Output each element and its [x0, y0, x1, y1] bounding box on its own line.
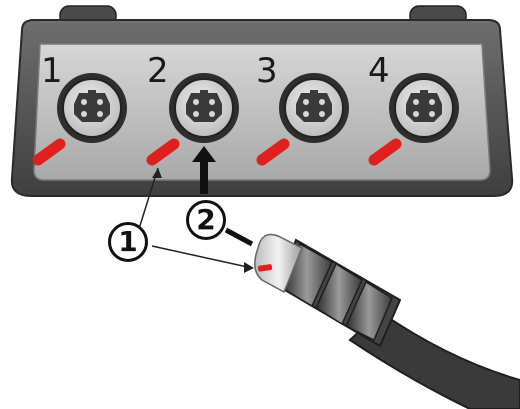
- socket-2: [169, 73, 239, 143]
- socket-1: [57, 73, 127, 143]
- red-marker-1: [32, 138, 66, 166]
- splitter-housing: [10, 19, 514, 197]
- leader-arrowhead-plug: [244, 262, 254, 273]
- port-number-2: 2: [147, 51, 169, 91]
- leader-arrowhead-top: [152, 168, 162, 178]
- port-number-4: 4: [368, 51, 390, 91]
- insertion-arrow: [192, 146, 216, 194]
- socket-4: [389, 73, 459, 143]
- red-marker-2: [146, 138, 180, 166]
- callout-2: 2: [186, 200, 226, 240]
- red-marker-4: [368, 138, 402, 166]
- red-marker-3: [256, 138, 290, 166]
- callout-1: 1: [108, 222, 148, 262]
- port-number-1: 1: [41, 51, 63, 91]
- port-number-3: 3: [256, 51, 278, 91]
- red-markers: [32, 138, 402, 166]
- socket-3: [279, 73, 349, 143]
- plug-cable: [254, 233, 520, 409]
- leader-lines: [137, 167, 254, 269]
